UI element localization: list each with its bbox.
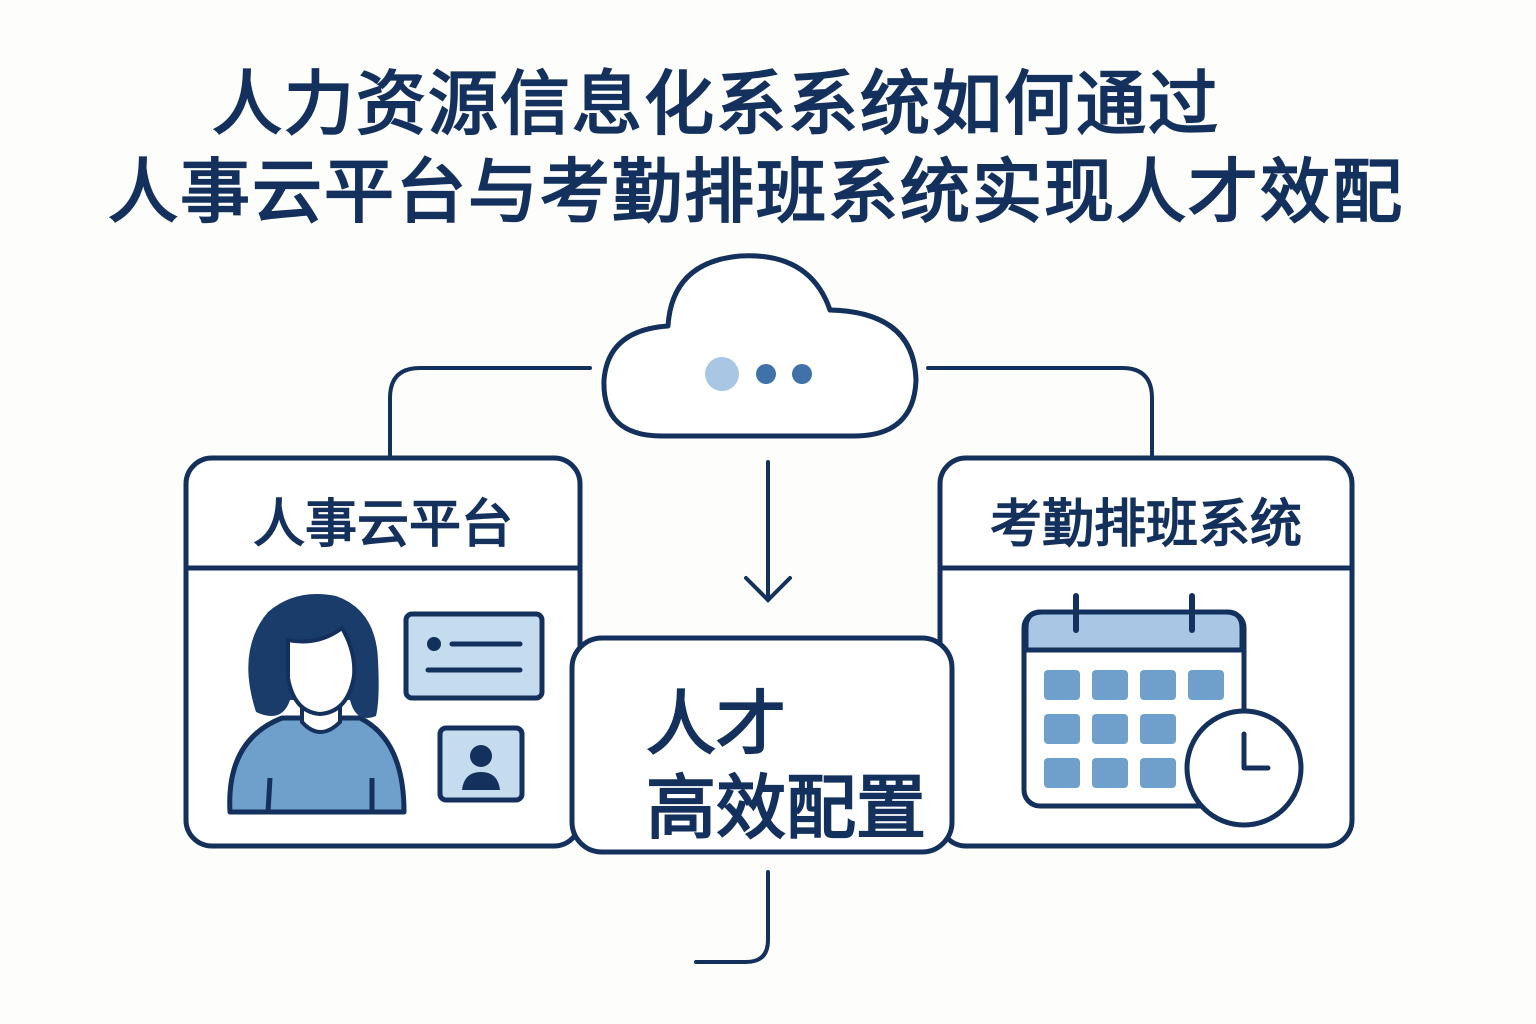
id-card-icon xyxy=(403,611,545,701)
clock-icon xyxy=(1184,708,1304,828)
connectors xyxy=(388,366,1154,964)
cloud-dot-mid xyxy=(756,364,776,384)
down-arrow-head xyxy=(744,576,792,603)
title-block: 人力资源信息化系系统如何通过 人事云平台与考勤排班系统实现人才效配 xyxy=(0,0,1536,240)
cloud-icon xyxy=(601,253,919,439)
center-label-line-2: 高效配置 xyxy=(646,767,926,849)
connector-cloud-to-attendance xyxy=(926,366,1154,457)
center-label-line-1: 人才 xyxy=(646,683,786,765)
cloud-dot-large xyxy=(705,357,739,391)
connector-bottom xyxy=(694,870,770,964)
attendance-panel xyxy=(937,455,1355,849)
hr-cloud-panel xyxy=(183,455,583,849)
profile-card-icon xyxy=(437,725,525,803)
title-line-2: 人事云平台与考勤排班系统实现人才效配 xyxy=(108,151,1404,233)
cloud-dot-small xyxy=(792,364,812,384)
person-avatar-icon xyxy=(227,594,407,815)
title-line-1: 人力资源信息化系系统如何通过 xyxy=(212,63,1220,145)
attendance-label: 考勤排班系统 xyxy=(989,495,1302,555)
calendar-grid xyxy=(1044,670,1224,788)
center-box xyxy=(569,635,955,855)
connector-cloud-to-hr xyxy=(388,366,592,457)
hr-cloud-label: 人事云平台 xyxy=(252,495,513,555)
